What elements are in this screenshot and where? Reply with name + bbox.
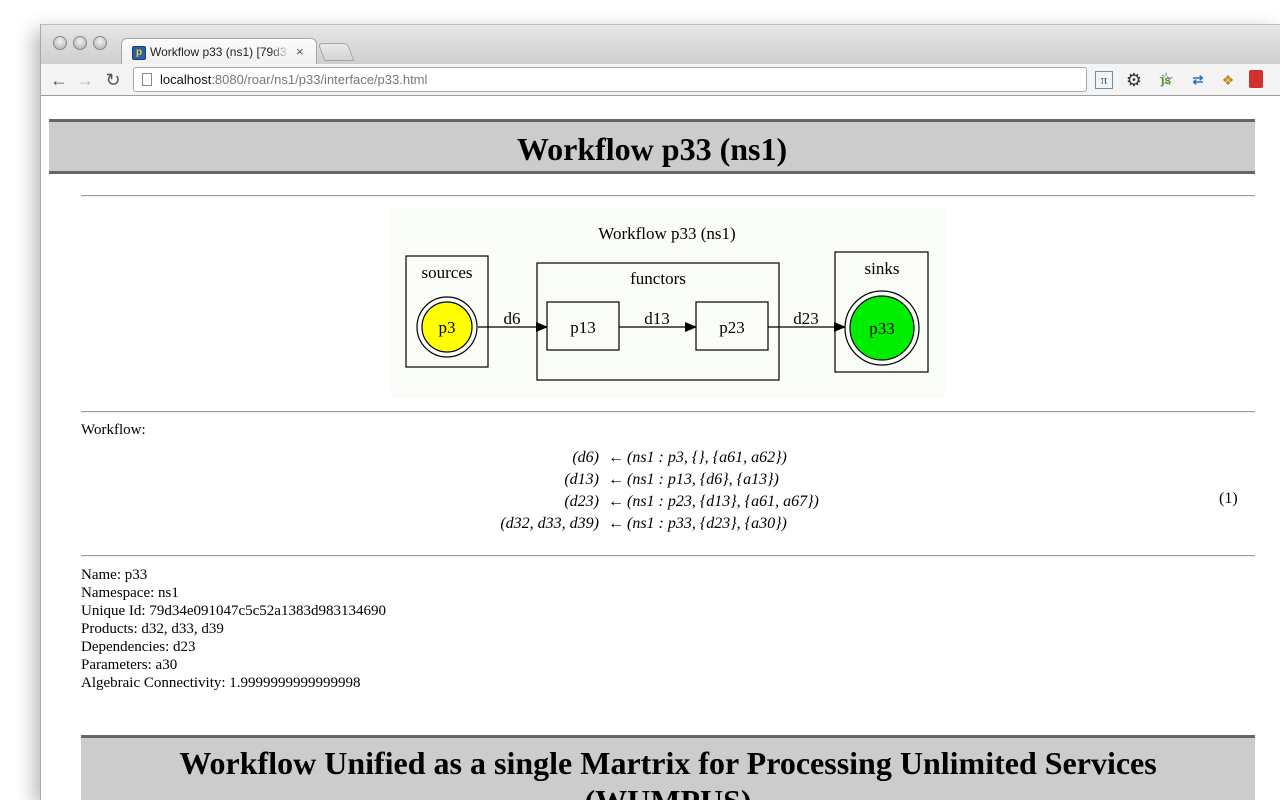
- workflow-metadata: Name: p33 Namespace: ns1 Unique Id: 79d3…: [81, 566, 386, 692]
- translate-extension-icon[interactable]: ⇄: [1192, 72, 1204, 87]
- graph-title: Workflow p33 (ns1): [598, 224, 735, 243]
- divider: [81, 411, 1255, 413]
- browser-toolbar: ← → ↻ localhost:8080/roar/ns1/p33/interf…: [41, 64, 1280, 96]
- edge-d13-label: d13: [644, 309, 670, 328]
- page-header: Workflow p33 (ns1): [49, 119, 1255, 174]
- node-p23-label: p23: [719, 318, 745, 337]
- cluster-sinks-label: sinks: [865, 259, 900, 278]
- meta-products: Products: d32, d33, d39: [81, 621, 224, 637]
- cluster-functors: [536, 262, 780, 381]
- equation-arrow: ←: [608, 471, 624, 488]
- back-icon[interactable]: ←: [50, 70, 68, 90]
- equation-lhs: (d6): [572, 449, 599, 466]
- meta-connectivity: Algebraic Connectivity: 1.99999999999999…: [81, 675, 361, 691]
- tab-title: Workflow p33 (ns1) [79d3: [150, 45, 287, 59]
- tab-close-icon[interactable]: ×: [296, 44, 304, 59]
- settings-extension-icon[interactable]: ⚙: [1125, 70, 1143, 90]
- star-icon[interactable]: ☆: [1158, 69, 1175, 89]
- desktop-background: [0, 0, 40, 800]
- reload-icon[interactable]: ↻: [105, 70, 121, 90]
- meta-dependencies: Dependencies: d23: [81, 639, 196, 655]
- section-header: Workflow Unified as a single Martrix for…: [81, 735, 1255, 800]
- equation-lhs: (d13): [564, 471, 599, 488]
- equation-row: (d13) ← (ns1 : p13, {d6}, {a13}): [81, 471, 1255, 493]
- cluster-sinks: [834, 251, 929, 373]
- node-p33: [849, 295, 915, 361]
- new-tab-button[interactable]: [317, 43, 355, 61]
- tab-active[interactable]: p Workflow p33 (ns1) [79d3 ×: [121, 38, 317, 66]
- meta-name: Name: p33: [81, 567, 148, 583]
- equation-rhs: (ns1 : p13, {d6}, {a13}): [627, 471, 779, 488]
- section-title: Workflow Unified as a single Martrix for…: [179, 745, 1157, 800]
- equation-row: (d6) ← (ns1 : p3, {}, {a61, a62}): [81, 449, 1255, 471]
- minimize-window-button[interactable]: [73, 36, 87, 50]
- equation-rhs: (ns1 : p33, {d23}, {a30}): [627, 515, 787, 532]
- close-window-button[interactable]: [53, 36, 67, 50]
- node-p33-label: p33: [869, 319, 895, 338]
- tab-strip: p Workflow p33 (ns1) [79d3 ×: [41, 24, 1280, 66]
- meta-parameters: Parameters: a30: [81, 657, 178, 673]
- edge-d23-label: d23: [793, 309, 819, 328]
- equation-lhs: (d23): [564, 493, 599, 510]
- node-p3: [421, 301, 473, 353]
- pi-extension-icon[interactable]: π: [1095, 71, 1113, 89]
- page-favicon-icon: p: [132, 46, 146, 60]
- cluster-sources: [405, 255, 489, 368]
- bookmark-extension-icon[interactable]: [1249, 70, 1263, 88]
- equation-row: (d23) ← (ns1 : p23, {d13}, {a61, a67}): [81, 493, 1255, 515]
- equation-rhs: (ns1 : p23, {d13}, {a61, a67}): [627, 493, 819, 510]
- browser-window: p Workflow p33 (ns1) [79d3 × ← → ↻ local…: [40, 24, 1280, 800]
- address-bar[interactable]: localhost:8080/roar/ns1/p33/interface/p3…: [133, 67, 1174, 92]
- cluster-functors-label: functors: [630, 269, 686, 288]
- cluster-sources-label: sources: [422, 263, 473, 282]
- divider: [81, 195, 1255, 197]
- workflow-label: Workflow:: [81, 422, 146, 438]
- forward-icon[interactable]: →: [76, 70, 94, 90]
- url-path: :8080/roar/ns1/p33/interface/p33.html: [211, 72, 428, 87]
- puzzle-extension-icon[interactable]: ❖: [1221, 72, 1235, 88]
- page-content: Workflow p33 (ns1) Workflow p33 (ns1) so…: [41, 97, 1280, 800]
- equation-arrow: ←: [608, 515, 624, 532]
- page-title: Workflow p33 (ns1): [516, 131, 788, 167]
- equation-row: (d32, d33, d39) ← (ns1 : p33, {d23}, {a3…: [81, 515, 1255, 537]
- workflow-graph: Workflow p33 (ns1) sources functors sink…: [391, 208, 945, 398]
- edge-d6-label: d6: [504, 309, 521, 328]
- url-host: localhost: [160, 72, 212, 87]
- node-p3-label: p3: [439, 318, 456, 337]
- equation-lhs: (d32, d33, d39): [500, 515, 599, 532]
- js-extension-icon[interactable]: js: [1160, 73, 1171, 87]
- url-text[interactable]: localhost:8080/roar/ns1/p33/interface/p3…: [160, 72, 427, 87]
- equation-rhs: (ns1 : p3, {}, {a61, a62}): [627, 449, 787, 466]
- workflow-equations: (d6) ← (ns1 : p3, {}, {a61, a62}) (d13) …: [81, 449, 1255, 549]
- graph-background: [391, 208, 945, 398]
- zoom-window-button[interactable]: [93, 36, 107, 50]
- equation-arrow: ←: [608, 449, 624, 466]
- page-icon: [142, 73, 152, 86]
- divider: [81, 555, 1255, 557]
- equation-number: (1): [1219, 490, 1238, 507]
- equation-arrow: ←: [608, 493, 624, 510]
- node-p3-outer: [416, 296, 478, 358]
- meta-unique-id: Unique Id: 79d34e091047c5c52a1383d983134…: [81, 603, 386, 619]
- meta-namespace: Namespace: ns1: [81, 585, 179, 601]
- node-p13-label: p13: [570, 318, 596, 337]
